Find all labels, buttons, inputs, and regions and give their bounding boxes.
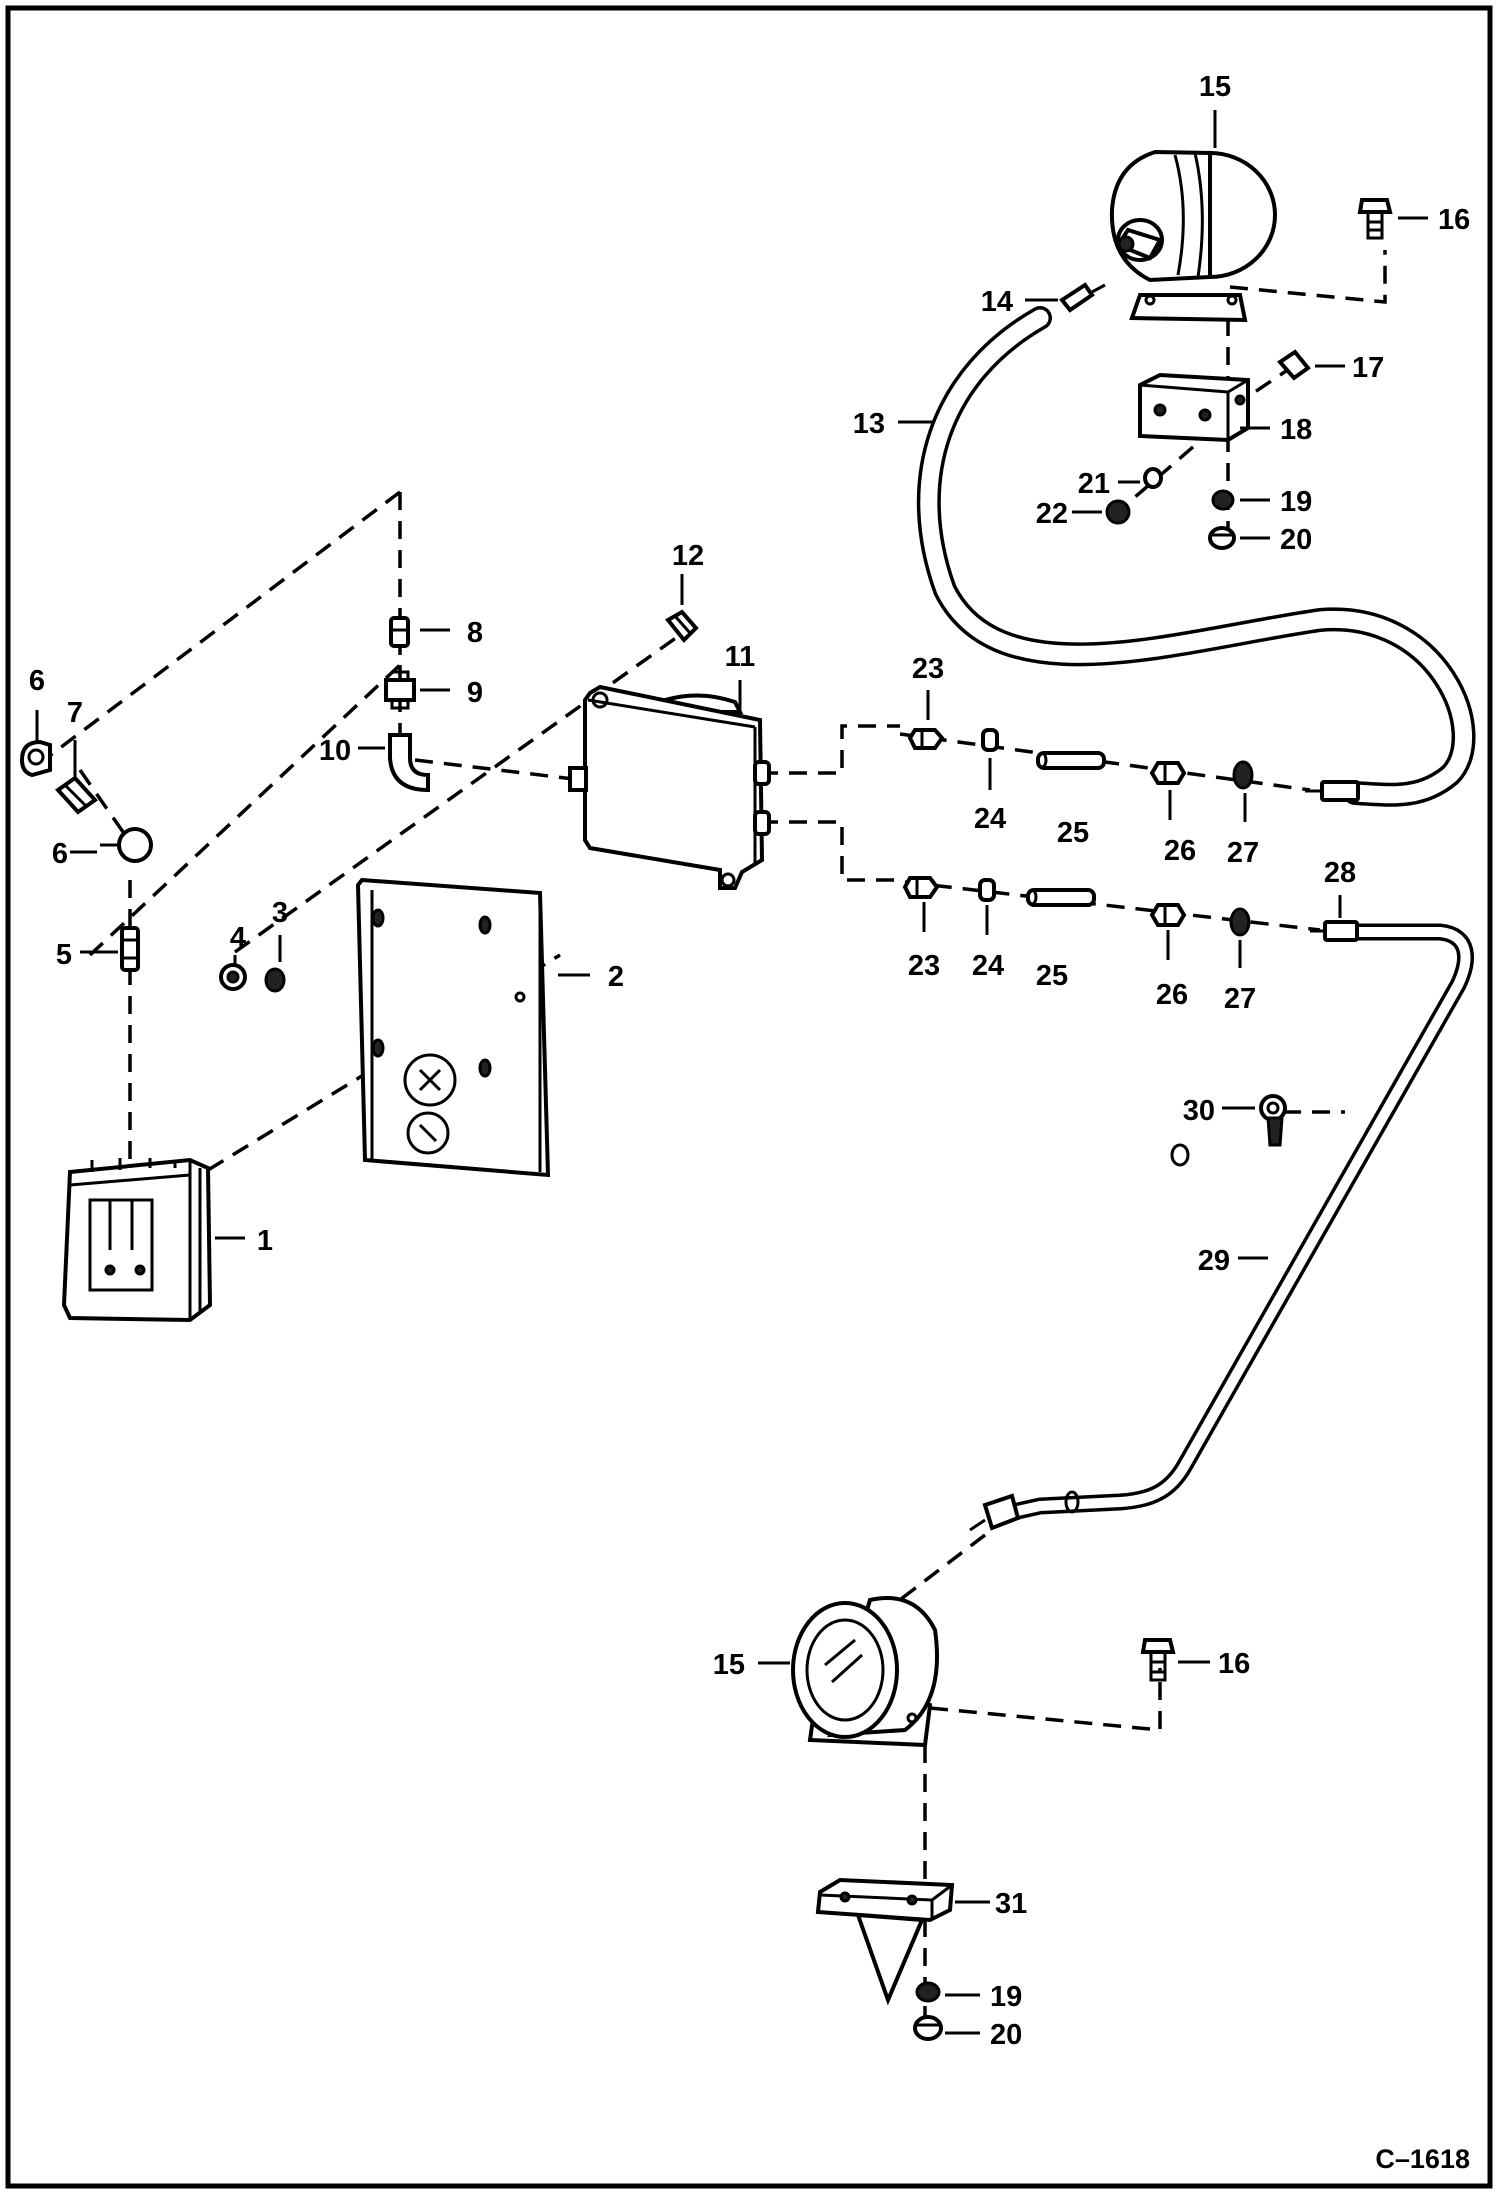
callout-13: 13: [853, 408, 885, 440]
part-21-seal: [1143, 467, 1163, 489]
callout-19-lower: 19: [990, 1981, 1022, 2013]
part-16-bolt-lower: [1140, 1638, 1176, 1682]
callout-23-upper: 23: [912, 653, 944, 685]
part-25-tube-upper: [1036, 751, 1106, 770]
callout-6-upper: 6: [29, 665, 45, 697]
callout-2: 2: [608, 961, 624, 993]
callout-15-upper: 15: [1199, 71, 1231, 103]
callout-16-lower: 16: [1218, 1648, 1250, 1680]
part-27-ferrule-upper: [1232, 760, 1254, 790]
tube-29: [998, 923, 1474, 1524]
part-31-bracket: [815, 1877, 955, 2006]
part-26-nut-upper: [1149, 761, 1187, 785]
callout-8: 8: [467, 617, 483, 649]
callout-11: 11: [725, 641, 756, 673]
part-14-fitting: [1059, 282, 1106, 313]
callout-18: 18: [1280, 414, 1312, 446]
leader-lines: [35, 110, 1428, 2035]
callout-14: 14: [981, 286, 1013, 318]
part-23-nut-lower: [902, 876, 940, 899]
callout-labels: 1 2 3 4 5 6 6 7 8 9 10 11 12 13 14 15 15…: [29, 71, 1470, 2174]
callout-3: 3: [272, 897, 288, 929]
part-23-nut-upper: [907, 728, 945, 750]
callout-17: 17: [1352, 352, 1384, 384]
part-25-tube-lower: [1026, 888, 1096, 907]
callout-21: 21: [1078, 468, 1110, 500]
assembly-dashed-lines: [26, 250, 1387, 2030]
callout-24-upper: 24: [974, 803, 1006, 835]
part-26-nut-lower: [1149, 903, 1187, 927]
part-19-washer-lower: [915, 1981, 941, 2003]
part-5-nipple: [120, 926, 140, 972]
callout-12: 12: [672, 540, 704, 572]
fitting-row-lower: [902, 876, 1251, 937]
callout-9: 9: [467, 677, 483, 709]
drawing-id: C–1618: [1375, 2144, 1470, 2174]
part-19-washer-upper: [1211, 489, 1235, 511]
callout-19-upper: 19: [1280, 486, 1312, 518]
part-2-mounting-plate: [355, 877, 551, 1178]
callout-29: 29: [1198, 1245, 1230, 1277]
part-6-elbow-upper: [19, 739, 52, 778]
callout-25-lower: 25: [1036, 960, 1068, 992]
fitting-row-upper: [907, 728, 1254, 790]
part-27-ferrule-lower: [1229, 907, 1251, 937]
callout-23-lower: 23: [908, 950, 940, 982]
callout-30: 30: [1183, 1095, 1215, 1127]
part-24-sleeve-lower: [978, 878, 996, 902]
part-18-block: [1138, 372, 1250, 443]
part-9-fitting: [384, 670, 416, 710]
part-10-elbow: [388, 733, 430, 793]
part-28-tube-end: [1310, 920, 1359, 942]
callout-31: 31: [995, 1888, 1027, 1920]
part-16-bolt-upper: [1357, 198, 1393, 240]
tube-29-end-fitting: [969, 1493, 1021, 1532]
part-7-plug: [54, 775, 99, 815]
callout-1: 1: [257, 1225, 273, 1257]
part-24-sleeve-upper: [981, 728, 999, 752]
part-17-cap: [1276, 349, 1311, 381]
callout-25-upper: 25: [1057, 817, 1089, 849]
hose-13-end-fitting: [1305, 780, 1360, 802]
part-6-tee-lower: [100, 827, 153, 863]
part-20-nut-upper: [1208, 526, 1236, 550]
callout-6-lower: 6: [52, 838, 68, 870]
part-11-pump-housing: [568, 684, 771, 890]
callout-10: 10: [319, 735, 351, 767]
part-15-gauge-lower: [791, 1596, 939, 1748]
callout-7: 7: [67, 697, 83, 729]
part-22-plug: [1105, 499, 1131, 525]
part-15-gauge-upper: [1109, 149, 1277, 323]
part-8-fitting: [389, 616, 410, 648]
part-1-module: [61, 1157, 213, 1323]
callout-15-lower: 15: [713, 1649, 745, 1681]
callout-20-upper: 20: [1280, 524, 1312, 556]
part-12-cap: [664, 609, 699, 643]
callout-28: 28: [1324, 857, 1356, 889]
callout-24-lower: 24: [972, 950, 1004, 982]
part-30-clamp: [1259, 1094, 1287, 1147]
part-20-nut-lower: [913, 2015, 943, 2041]
callout-22: 22: [1036, 498, 1068, 530]
callout-26-upper: 26: [1164, 835, 1196, 867]
part-3-fitting: [264, 967, 286, 993]
callout-27-lower: 27: [1224, 983, 1256, 1015]
callout-26-lower: 26: [1156, 979, 1188, 1011]
callout-16-upper: 16: [1438, 204, 1470, 236]
callout-20-lower: 20: [990, 2019, 1022, 2051]
callout-4: 4: [230, 922, 246, 954]
callout-27-upper: 27: [1227, 837, 1259, 869]
callout-5: 5: [56, 939, 72, 971]
page-border: [5, 5, 1493, 2189]
